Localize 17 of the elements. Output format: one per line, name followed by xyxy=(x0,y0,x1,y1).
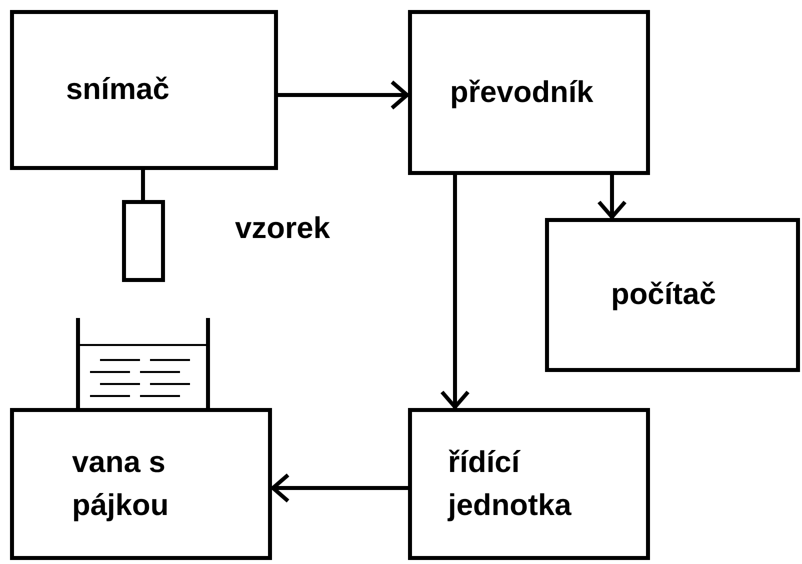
node-label: vana s pájkou xyxy=(72,444,170,524)
solder-bath-box xyxy=(10,408,272,560)
arrow xyxy=(597,175,627,219)
sensor-box xyxy=(10,10,278,170)
node-label: řídící jednotka xyxy=(448,444,572,524)
computer-box xyxy=(545,218,800,372)
arrow xyxy=(440,175,470,409)
connector-line xyxy=(141,170,145,200)
arrow xyxy=(278,80,409,110)
node-label: počítač xyxy=(611,277,716,314)
control-unit-box xyxy=(408,408,650,560)
sample-label: vzorek xyxy=(235,212,330,246)
probe-box xyxy=(122,200,165,282)
converter-box xyxy=(408,10,650,175)
node-label: převodník xyxy=(450,74,594,111)
node-label: snímač xyxy=(66,72,170,108)
arrow xyxy=(271,473,408,503)
